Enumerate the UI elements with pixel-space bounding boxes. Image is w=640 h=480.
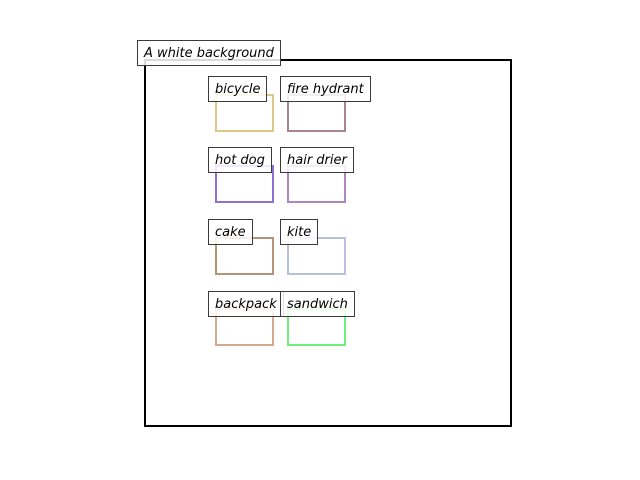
hot-dog-label: hot dog <box>208 147 272 173</box>
cake-label: cake <box>208 219 253 245</box>
scene-frame <box>144 59 512 427</box>
sandwich-label: sandwich <box>280 291 355 317</box>
hair-drier-label: hair drier <box>280 147 354 173</box>
bicycle-label: bicycle <box>208 76 268 102</box>
kite-label: kite <box>280 219 319 245</box>
backpack-label: backpack <box>208 291 284 317</box>
scene-caption: A white background <box>137 40 281 66</box>
fire-hydrant-label: fire hydrant <box>280 76 371 102</box>
